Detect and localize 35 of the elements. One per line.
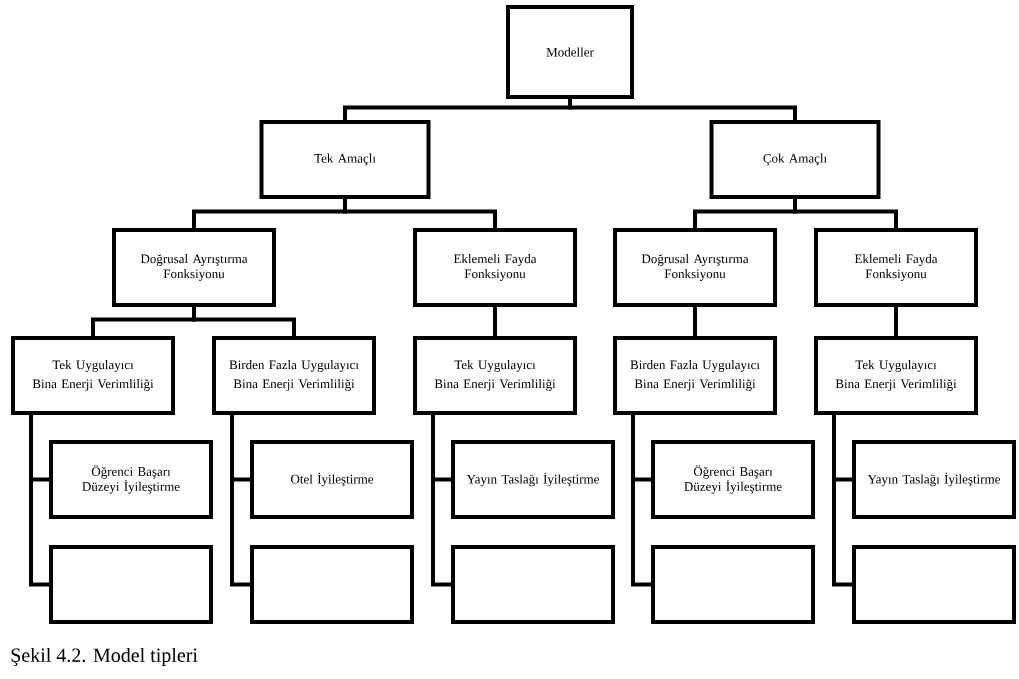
connector-line [230, 411, 250, 587]
connector-line [343, 199, 497, 228]
empty-box [250, 545, 414, 624]
caption: Şekil 4.2. Model tipleri [11, 647, 198, 667]
connector-line [493, 307, 497, 336]
hierarchy-box: Yayın Taslağı İyileştirme [451, 440, 615, 519]
connector-line [568, 99, 797, 120]
hierarchy-box: Çok Amaçlı [709, 120, 881, 199]
hierarchy-box: Eklemeli Fayda Fonksiyonu [413, 228, 577, 307]
hierarchy-box: Birden Fazla Uygulayıcı Bina Enerji Verimliliği [212, 336, 376, 415]
hierarchy-box: Modeller [506, 5, 634, 99]
hierarchy-box: Doğrusal Ayrıştırma Fonksiyonu [613, 228, 777, 307]
connector-line [631, 411, 651, 587]
hierarchy-box: Öğrenci Başarı Düzeyi İyileştirme [651, 440, 815, 519]
hierarchy-box: Yayın Taslağı İyileştirme [852, 440, 1016, 519]
hierarchy-box: Öğrenci Başarı Düzeyi İyileştirme [49, 440, 213, 519]
hierarchy-box: Eklemeli Fayda Fonksiyonu [814, 228, 978, 307]
hierarchy-box: Tek Uygulayıcı Bina Enerji Verimliliği [413, 336, 577, 415]
hierarchy-box: Birden Fazla Uygulayıcı Bina Enerji Verimliliği [613, 336, 777, 415]
empty-box [451, 545, 615, 624]
hierarchy-box: Tek Uygulayıcı Bina Enerji Verimliliği [11, 336, 175, 415]
hierarchy-box: Tek Uygulayıcı Bina Enerji Verimliliği [814, 336, 978, 415]
empty-box [49, 545, 213, 624]
hierarchy-box: Tek Amaçlı [259, 120, 431, 199]
empty-box [852, 545, 1016, 624]
connector-line [793, 199, 898, 228]
connector-line [192, 307, 296, 336]
connector-line [431, 411, 451, 587]
connector-line [29, 411, 49, 587]
connector-line [894, 307, 898, 336]
hierarchy-box: Doğrusal Ayrıştırma Fonksiyonu [112, 228, 276, 307]
empty-box [651, 545, 815, 624]
connector-line [693, 307, 697, 336]
hierarchy-box: Otel İyileştirme [250, 440, 414, 519]
connector-line [832, 411, 852, 587]
